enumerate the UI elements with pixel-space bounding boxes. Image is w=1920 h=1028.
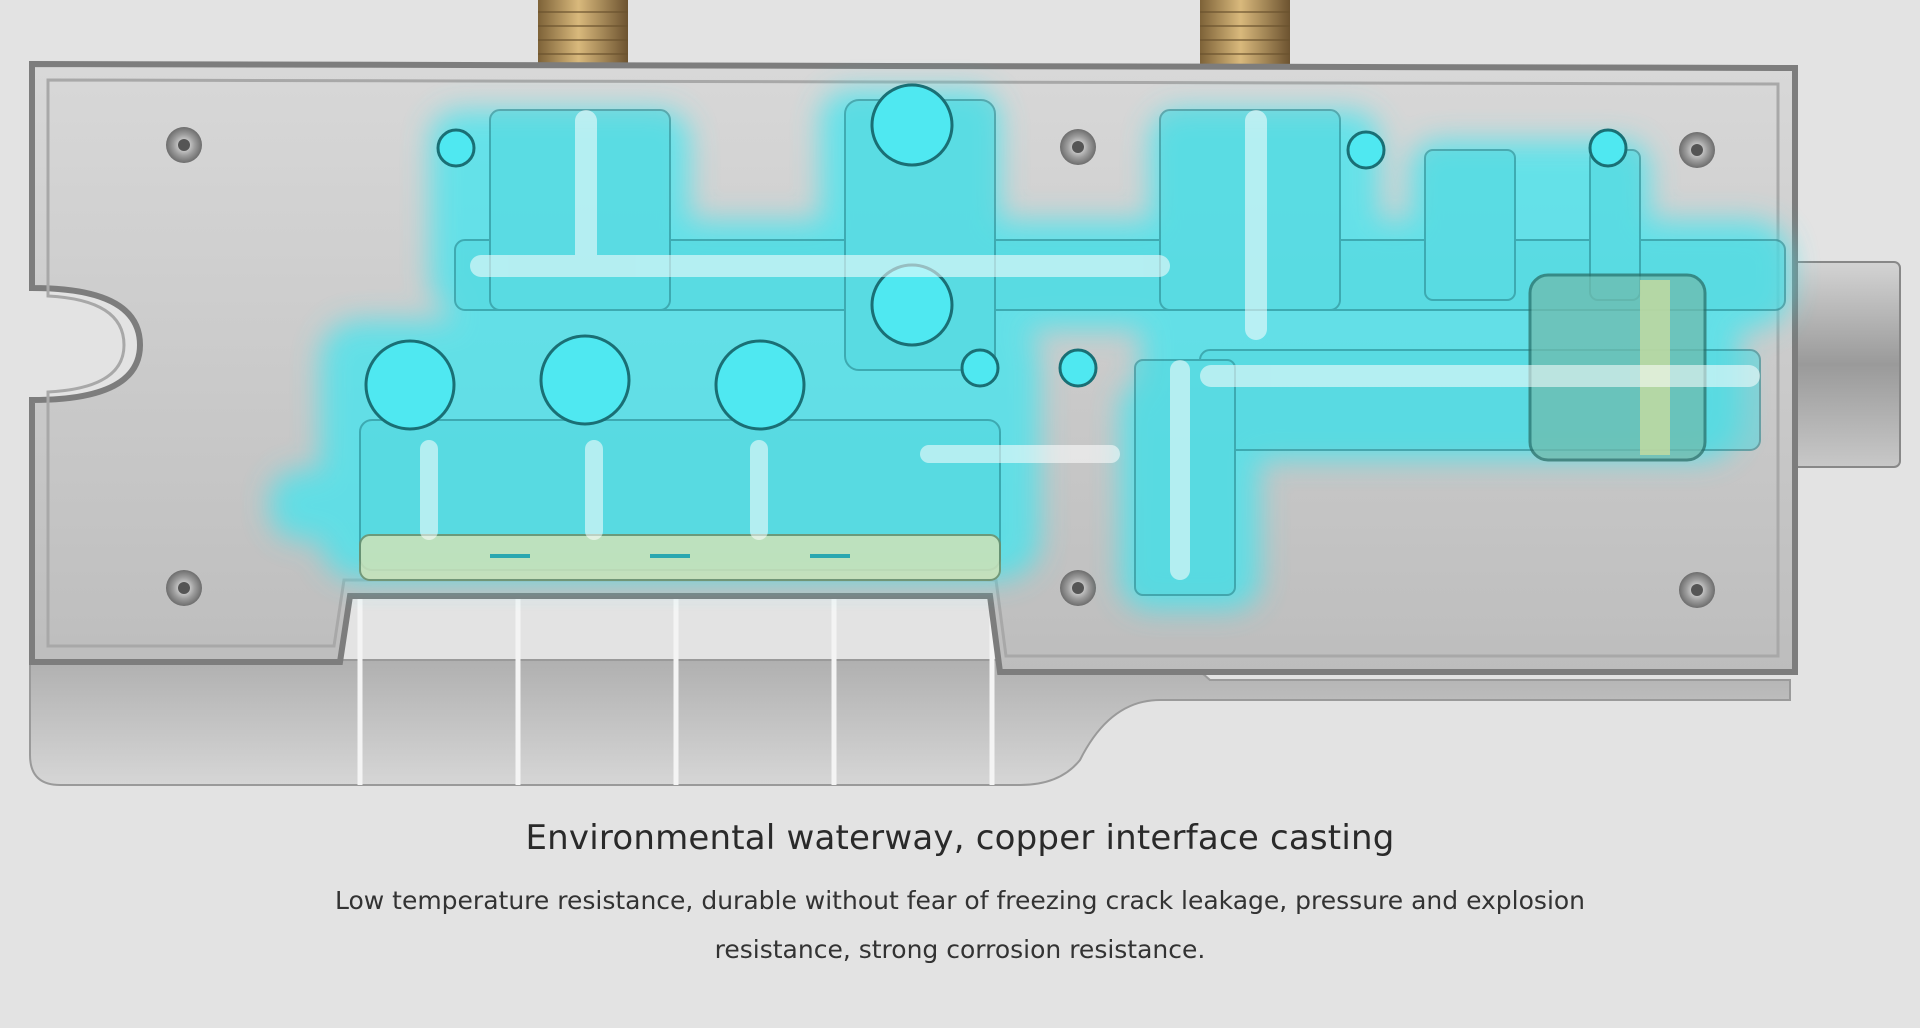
housing-base	[29, 659, 1791, 786]
copper-inlet-pipe-icon	[538, 0, 1290, 70]
feature-caption: Environmental waterway, copper interface…	[0, 818, 1920, 974]
feature-headline: Environmental waterway, copper interface…	[525, 818, 1395, 858]
waterway-cutaway-illustration	[29, 0, 1901, 786]
feature-description: Low temperature resistance, durable with…	[334, 886, 1586, 964]
mounting-screw-icon	[166, 127, 1715, 608]
outlet-port-icon	[1789, 261, 1901, 468]
waterway-manifold-icon	[270, 83, 1790, 610]
